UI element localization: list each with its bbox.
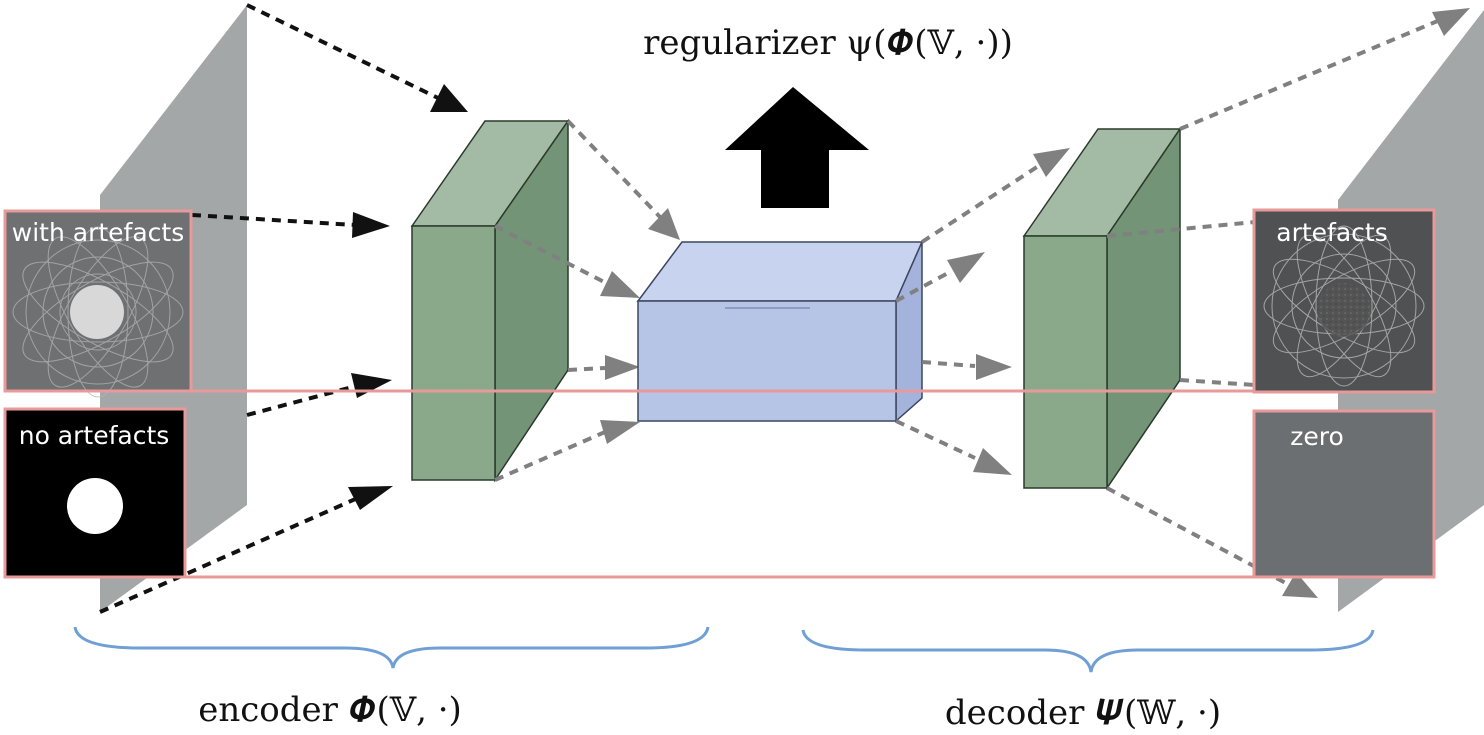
decoder-block bbox=[1022, 126, 1182, 491]
encoder-label: encoder 𝜱(𝕍, ·) bbox=[198, 690, 462, 730]
latent-arrowheads bbox=[947, 148, 1070, 475]
regularizer-up-arrow bbox=[725, 87, 869, 208]
encoder-arrowheads bbox=[600, 208, 680, 444]
no-artefacts-label: no artefacts bbox=[19, 421, 170, 450]
artefacts-label: artefacts bbox=[1276, 218, 1387, 247]
latent-to-decoder-arrows bbox=[895, 163, 1042, 460]
image-artefacts: artefacts bbox=[1252, 208, 1436, 394]
pink-connectors bbox=[185, 389, 1254, 579]
image-no-artefacts: no artefacts bbox=[3, 407, 187, 579]
decoder-brace bbox=[801, 629, 1375, 673]
with-artefacts-label: with artefacts bbox=[12, 218, 184, 247]
encoder-brace bbox=[73, 626, 710, 669]
decoder-label: decoder 𝜳(𝕎, ·) bbox=[945, 693, 1221, 733]
latent-block bbox=[636, 241, 924, 423]
encoder-to-latent-arrows bbox=[494, 119, 662, 482]
output-arrowheads bbox=[1282, 8, 1470, 598]
encoder-block bbox=[410, 118, 570, 483]
image-with-artefacts: with artefacts bbox=[3, 209, 193, 398]
zero-label: zero bbox=[1290, 422, 1344, 451]
image-zero: zero bbox=[1252, 409, 1436, 579]
regularizer-label: regularizer ψ(𝜱(𝕍, ·)) bbox=[643, 23, 1013, 63]
